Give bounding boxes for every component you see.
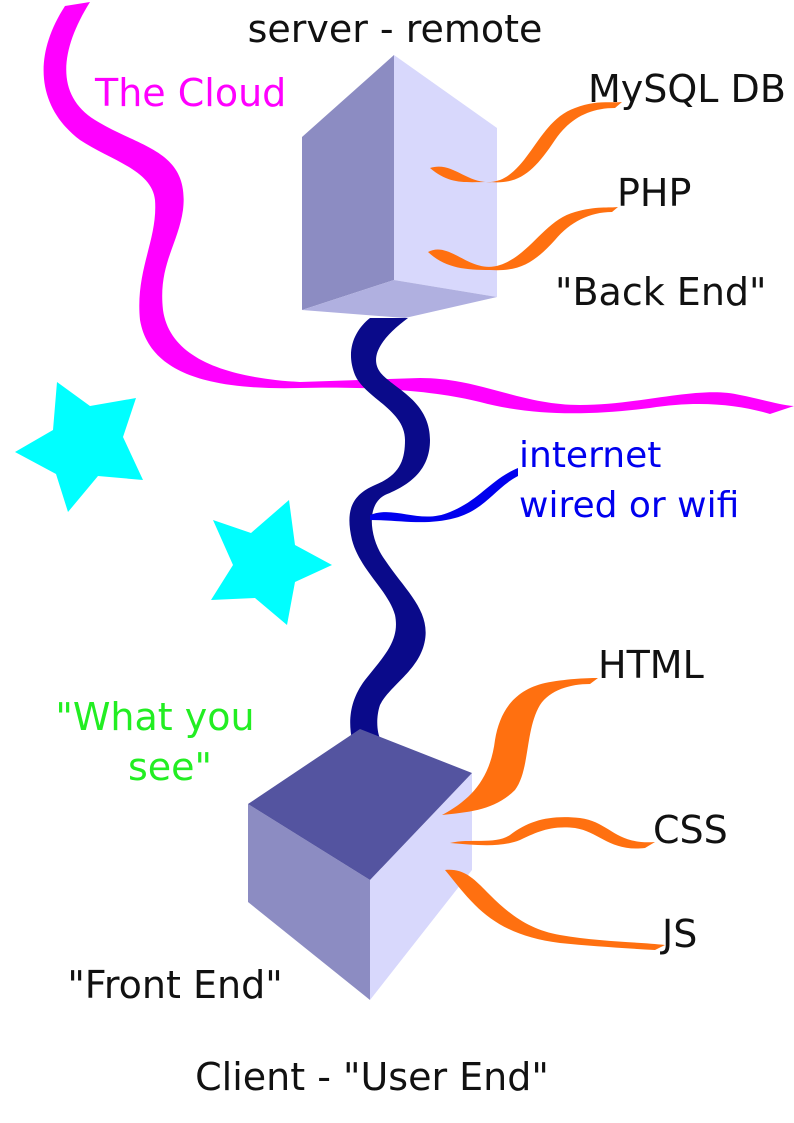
mysql-label: MySQL DB [588, 67, 786, 111]
css-ribbon [450, 817, 655, 849]
star-icon [15, 382, 143, 512]
js-ribbon [445, 869, 665, 950]
client-left-face [248, 804, 370, 1000]
front-end-label: "Front End" [67, 963, 282, 1007]
star-icon [211, 500, 332, 625]
internet-ribbon [370, 468, 518, 523]
back-end-label: "Back End" [555, 270, 767, 314]
php-ribbon [428, 207, 618, 271]
server-left-face [302, 55, 394, 310]
what-you-see-line1: "What you [55, 695, 254, 739]
client-title: Client - "User End" [195, 1055, 549, 1099]
mysql-ribbon [430, 102, 622, 183]
server-title: server - remote [248, 7, 543, 51]
server-bottom-face [302, 280, 497, 318]
cloud-label: The Cloud [94, 71, 286, 115]
php-label: PHP [617, 171, 691, 215]
html-ribbon [442, 678, 598, 815]
connection-ribbon [349, 318, 430, 740]
css-label: CSS [653, 808, 728, 852]
internet-label-line2: wired or wifi [519, 485, 739, 526]
internet-label-line1: internet [519, 435, 661, 476]
client-top-face [248, 729, 472, 880]
html-label: HTML [598, 643, 704, 687]
client-right-face [370, 773, 472, 1000]
client-box [248, 729, 472, 1000]
what-you-see-line2: see" [128, 745, 212, 789]
js-label: JS [660, 912, 697, 956]
server-box [302, 55, 497, 318]
